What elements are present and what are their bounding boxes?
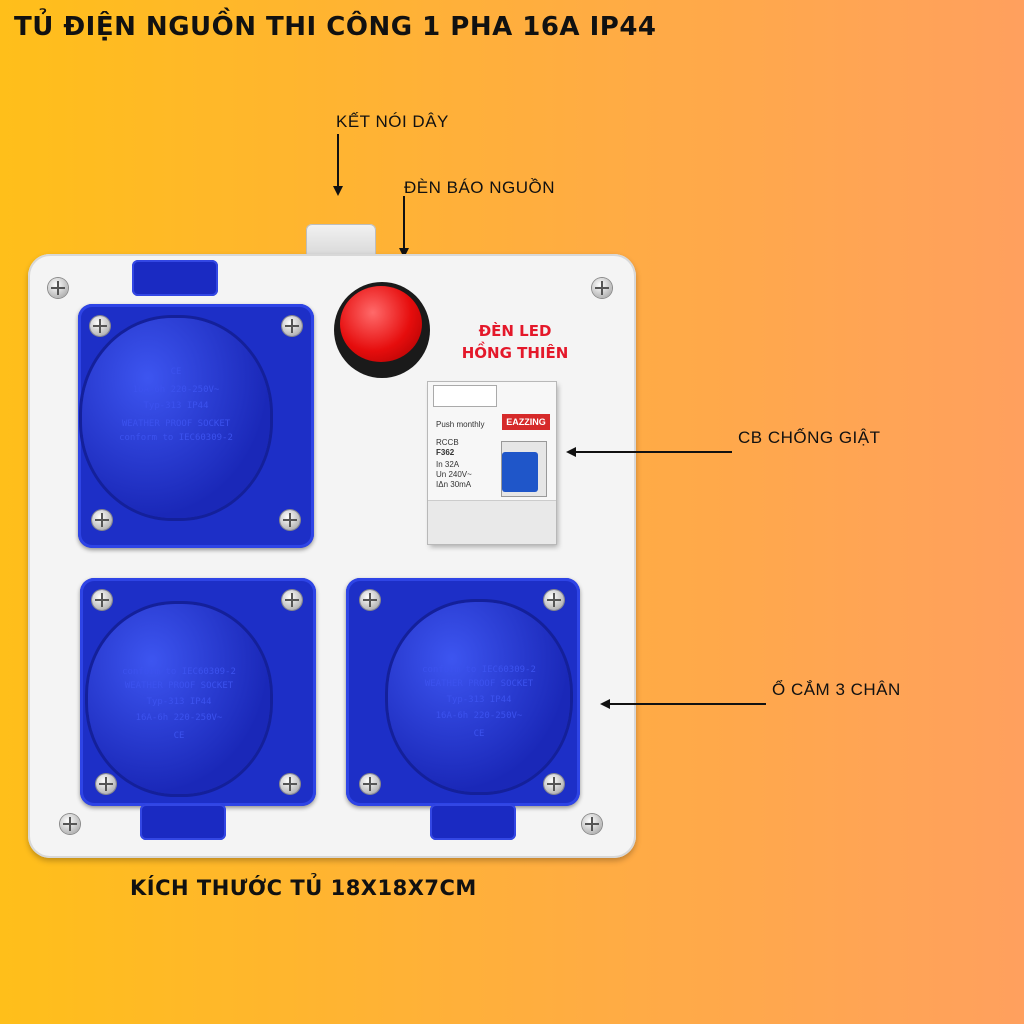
screw-icon [360, 774, 380, 794]
arrow-left-icon [600, 699, 766, 709]
screw-icon [282, 316, 302, 336]
screw-icon [592, 278, 612, 298]
socket-rating: 16A-6h 220-250V~ [135, 713, 223, 723]
screw-icon [96, 774, 116, 794]
socket-note: conform to IEC60309-2 [422, 665, 536, 675]
screw-icon [280, 774, 300, 794]
screw-icon [282, 590, 302, 610]
screw-icon [544, 590, 564, 610]
screw-icon [582, 814, 602, 834]
rccb-breaker: Push monthly EAZZING RCCB F362 In 32A Un… [428, 382, 556, 544]
screw-icon [280, 510, 300, 530]
cable-gland [306, 224, 376, 258]
rccb-toggle-lever[interactable] [502, 452, 538, 492]
socket-note: WEATHER PROOF SOCKET [121, 419, 231, 429]
socket-note: WEATHER PROOF SOCKET [124, 681, 234, 691]
arrow-left-icon [566, 447, 732, 457]
socket-ce-mark: CE [173, 731, 185, 741]
rccb-sensitivity: IΔn 30mA [436, 480, 472, 489]
socket-ce-mark: CE [473, 729, 485, 739]
socket-ce-mark: CE [170, 367, 182, 377]
socket-rating: 16A-6h 220-250V~ [132, 385, 220, 395]
dimensions-text: KÍCH THƯỚC TỦ 18X18X7CM [130, 876, 477, 900]
rccb-push-text: Push monthly [436, 420, 485, 429]
rccb-voltage: Un 240V~ [436, 470, 472, 479]
label-3pin-socket: Ổ CẮM 3 CHÂN [772, 680, 901, 699]
label-power-indicator: ĐÈN BÁO NGUỒN [404, 178, 556, 197]
socket-note: conform to IEC60309-2 [122, 667, 236, 677]
screw-icon [60, 814, 80, 834]
label-rccb: CB CHỐNG GIẬT [738, 428, 881, 447]
rccb-brand: EAZZING [502, 414, 550, 430]
led-note-line2: HỒNG THIÊN [461, 344, 569, 362]
screw-icon [360, 590, 380, 610]
lamp-glass [340, 286, 422, 362]
page-title: TỦ ĐIỆN NGUỒN THI CÔNG 1 PHA 16A IP44 [14, 12, 657, 42]
socket-note: WEATHER PROOF SOCKET [424, 679, 534, 689]
socket-hinge [132, 260, 218, 296]
socket-bottom-right: conform to IEC60309-2 WEATHER PROOF SOCK… [346, 578, 580, 840]
screw-icon [90, 316, 110, 336]
rccb-base [428, 500, 556, 544]
arrow-down-icon [399, 196, 409, 258]
arrow-down-icon [333, 134, 343, 196]
socket-cover[interactable]: CE 16A-6h 220-250V~ Typ-313 IP44 WEATHER… [82, 318, 270, 518]
socket-type: Typ-313 IP44 [446, 695, 512, 705]
screw-icon [544, 774, 564, 794]
socket-cover[interactable]: conform to IEC60309-2 WEATHER PROOF SOCK… [88, 604, 270, 794]
socket-rating: 16A-6h 220-250V~ [435, 711, 523, 721]
socket-bottom-left: conform to IEC60309-2 WEATHER PROOF SOCK… [80, 578, 316, 840]
rccb-test-button[interactable] [434, 386, 496, 406]
rccb-current: In 32A [436, 460, 460, 469]
socket-hinge [140, 804, 226, 840]
socket-type: Typ-313 IP44 [146, 697, 212, 707]
socket-cover[interactable]: conform to IEC60309-2 WEATHER PROOF SOCK… [388, 602, 570, 792]
socket-hinge [430, 804, 516, 840]
screw-icon [48, 278, 68, 298]
power-indicator-lamp [334, 282, 430, 378]
led-brand-note: ĐÈN LED HỒNG THIÊN [450, 320, 580, 364]
rccb-model-number: F362 [436, 448, 455, 457]
rccb-model: RCCB [436, 438, 459, 447]
label-cable-connection: KẾT NÓI DÂY [336, 112, 449, 131]
socket-type: Typ-313 IP44 [143, 401, 209, 411]
led-note-line1: ĐÈN LED [478, 322, 552, 340]
screw-icon [92, 590, 112, 610]
socket-top-left: CE 16A-6h 220-250V~ Typ-313 IP44 WEATHER… [78, 260, 314, 548]
socket-note: conform to IEC60309-2 [119, 433, 233, 443]
screw-icon [92, 510, 112, 530]
